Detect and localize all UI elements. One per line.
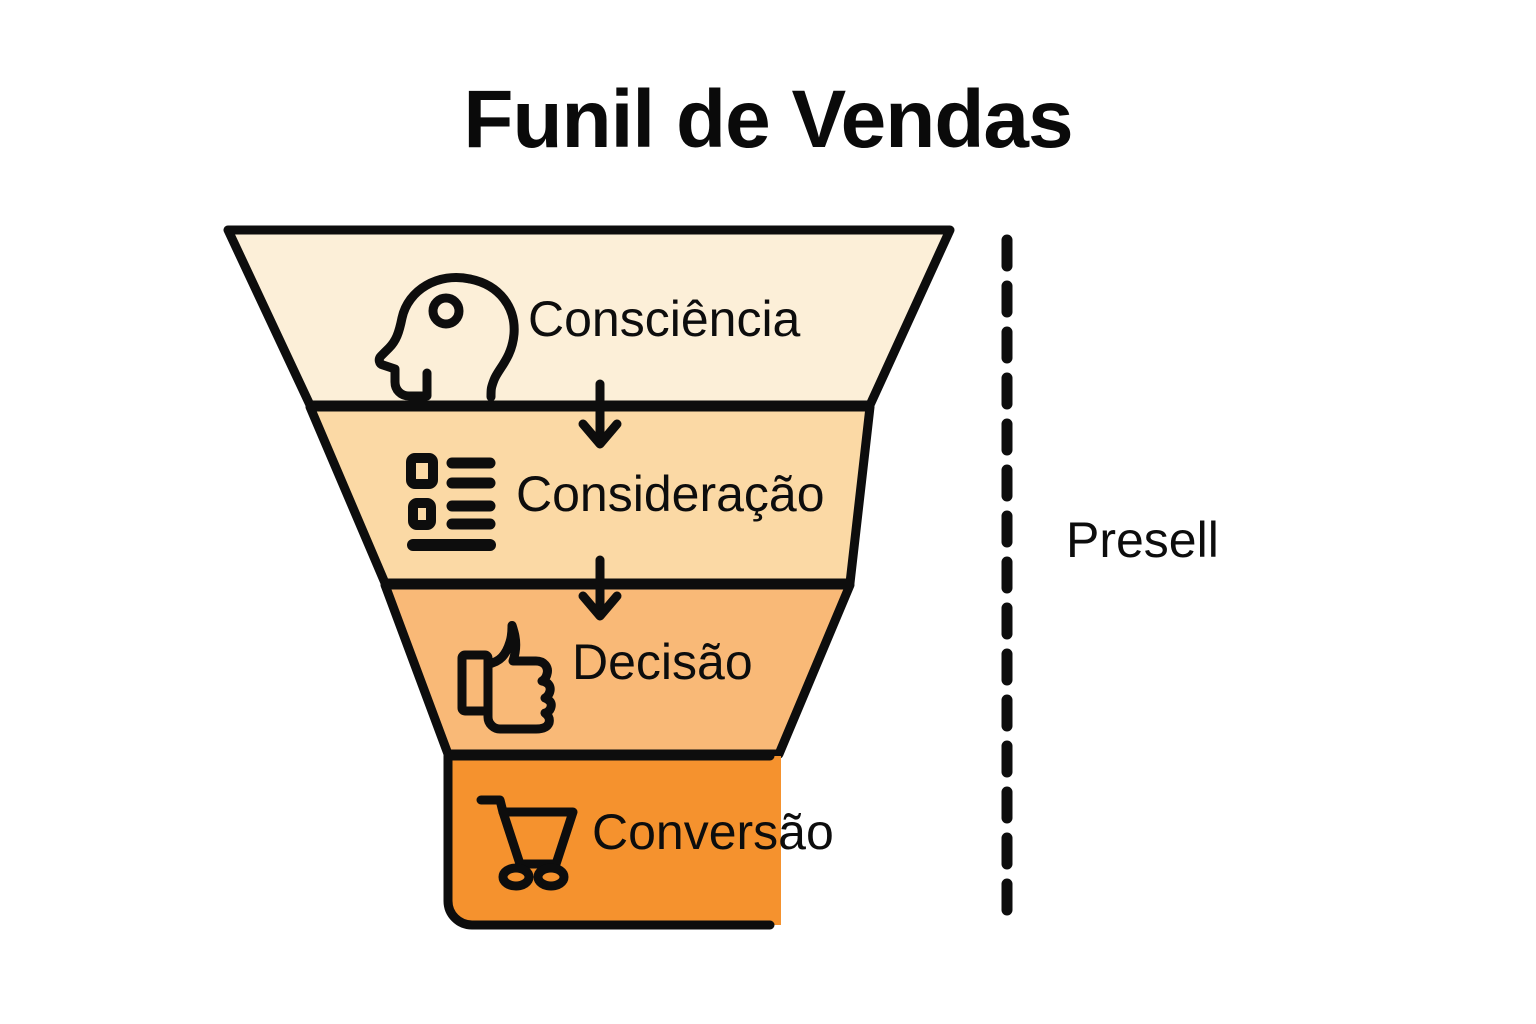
funnel-stage-conversao[interactable] xyxy=(443,751,781,930)
funnel-stage-4-label: Conversão xyxy=(592,804,834,860)
funnel-stage-1-label: Consciência xyxy=(528,291,801,347)
funnel-stage-decisao[interactable] xyxy=(380,580,855,759)
page-title: Funil de Vendas xyxy=(463,74,1073,165)
flow-arrow-1 xyxy=(578,379,622,449)
shopping-cart-icon xyxy=(476,795,578,891)
presell-label: Presell xyxy=(1066,512,1219,568)
funnel-stage-3-shape xyxy=(380,580,855,759)
funnel-stage-3-label: Decisão xyxy=(572,634,753,690)
head-profile-icon xyxy=(374,273,519,402)
checklist-icon xyxy=(406,453,496,551)
thumbs-up-icon xyxy=(457,621,556,734)
funnel-stage-2-label: Consideração xyxy=(516,466,825,522)
funnel-stage-4-outline xyxy=(443,751,775,930)
flow-arrow-2 xyxy=(578,555,622,621)
